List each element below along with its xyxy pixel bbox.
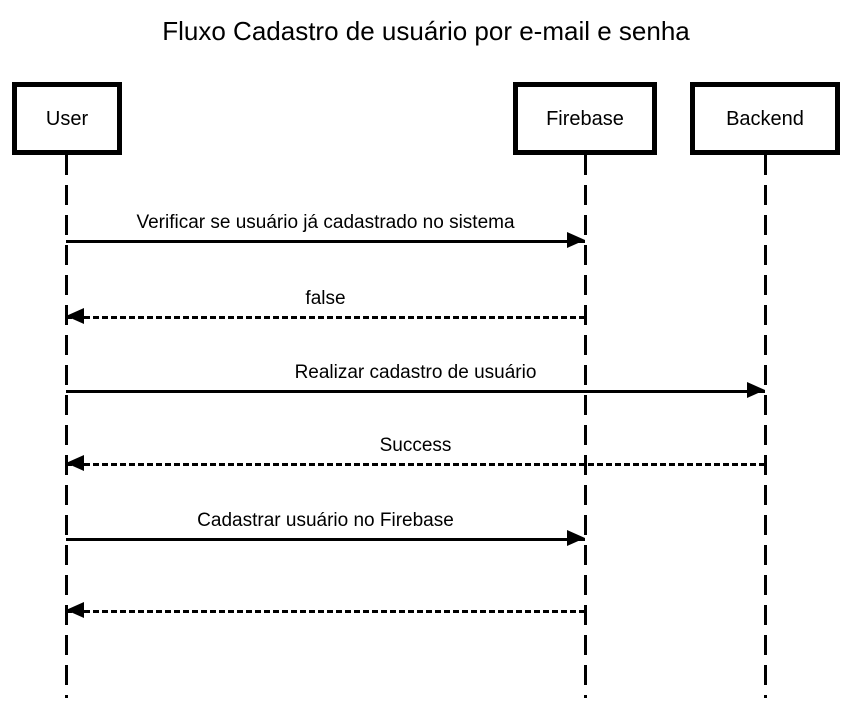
message-line-6 [66,610,585,613]
message-line-5 [66,538,585,541]
message-label-3: Realizar cadastro de usuário [294,362,537,383]
arrowhead-right-icon-5 [567,530,585,546]
arrowhead-right-icon-1 [567,232,585,248]
participant-box-backend[interactable]: Backend [690,82,840,155]
message-label-4: Success [379,435,452,456]
participant-label-backend: Backend [726,107,804,130]
participant-box-user[interactable]: User [12,82,122,155]
arrowhead-right-icon-3 [747,382,765,398]
arrowhead-left-icon-6 [66,602,84,618]
message-label-1: Verificar se usuário já cadastrado no si… [136,212,515,233]
page-title: Fluxo Cadastro de usuário por e-mail e s… [162,16,690,46]
arrowhead-left-icon-2 [66,308,84,324]
message-line-2 [66,316,585,319]
arrowhead-left-icon-4 [66,455,84,471]
message-label-2: false [305,288,346,309]
message-line-1 [66,240,585,243]
lifeline-user [65,155,68,698]
participant-label-user: User [45,107,89,130]
lifeline-backend [764,155,767,698]
message-line-3 [66,390,765,393]
participant-box-firebase[interactable]: Firebase [513,82,657,155]
message-label-5: Cadastrar usuário no Firebase [197,510,454,531]
lifeline-firebase [584,155,587,698]
message-line-4 [66,463,765,466]
participant-label-firebase: Firebase [546,107,624,130]
